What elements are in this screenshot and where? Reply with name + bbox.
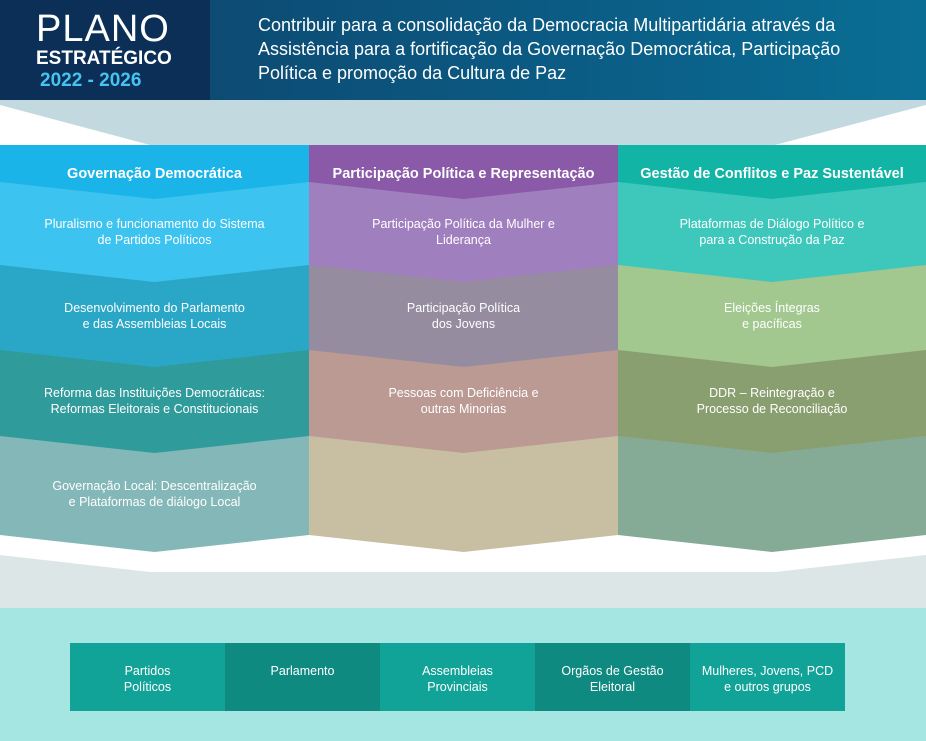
stakeholder-label-line: Políticos (123, 680, 172, 694)
pillar-item-line: Liderança (436, 232, 491, 247)
bottom-funnel-shape (0, 555, 926, 608)
pillar-1-band-3 (0, 350, 309, 453)
pillar-item-line: Desenvolvimento do Parlamento (64, 300, 245, 315)
stakeholder-label-line: Mulheres, Jovens, PCD (701, 664, 834, 678)
pillar-3-title-band (618, 145, 926, 199)
pillar-item-line: e pacíficas (742, 316, 802, 331)
mission-line-1: Contribuir para a consolidação da Democr… (258, 15, 836, 35)
mission-line-3: Política e promoção da Cultura de Paz (258, 63, 567, 83)
stakeholder-box-2: Parlamento (225, 643, 380, 711)
logo-plano-text: PLANO (36, 8, 170, 50)
pillar-2-band-1 (309, 182, 618, 282)
pillar-1-band-2 (0, 265, 309, 367)
pillar-item-line: de Partidos Políticos (97, 232, 212, 247)
pillar-item-line: Reforma das Instituições Democráticas: (44, 386, 265, 400)
header-banner: PLANO ESTRATÉGICO 2022 - 2026 Contribuir… (0, 0, 926, 100)
pillar-item-line: Pessoas com Deficiência e (388, 386, 539, 400)
pillar-item-line: Eleições Íntegras (724, 300, 820, 315)
pillar-2-item-3: Pessoas com Deficiência e outras Minorias (317, 358, 610, 444)
pillar-item-line: Governação Local: Descentralização (52, 478, 257, 493)
pillar-1-title-band (0, 145, 309, 199)
stakeholder-label-line: Assembleias (422, 664, 493, 678)
pillar-2-band-2 (309, 265, 618, 367)
pillar-item-line: outras Minorias (420, 402, 507, 416)
pillar-item-line: DDR – Reintegração e (709, 386, 835, 400)
pillar-2-band-4 (309, 436, 618, 552)
pillar-3-item-3: DDR – Reintegração e Processo de Reconcil… (626, 358, 918, 444)
pillar-item-line: e das Assembleias Locais (82, 316, 227, 331)
pillar-item-line: Plataformas de Diálogo Político e (679, 216, 865, 231)
pillar-1-band-4 (0, 436, 309, 552)
mission-line-2: Assistência para a fortificação da Gover… (258, 39, 841, 59)
stakeholder-label-line: Eleitoral (589, 680, 636, 694)
pillar-3-band-1 (618, 182, 926, 282)
pillar-item-line: Participação Política (406, 300, 521, 315)
pillar-item-line: para a Construção da Paz (699, 232, 845, 247)
pillar-3-band-3 (618, 350, 926, 453)
pillar-3-title: Gestão de Conflitos e Paz Sustentável (640, 166, 904, 182)
stakeholder-box-5: Mulheres, Jovens, PCD e outros grupos (690, 643, 845, 711)
pillar-3-band-2 (618, 265, 926, 367)
pillar-bands (0, 145, 926, 552)
pillar-1-title: Governação Democrática (67, 166, 242, 182)
top-funnel-shape (0, 100, 926, 145)
pillar-1-band-1 (0, 182, 309, 282)
pillar-1-item-3: Reforma das Instituições Democráticas: Re… (8, 358, 301, 444)
pillar-item-line: Pluralismo e funcionamento do Sistema (44, 216, 265, 231)
pillar-item-line: Participação Política da Mulher e (372, 216, 555, 231)
pillar-item-line: Processo de Reconciliação (696, 402, 848, 416)
stakeholder-label-line: Orgãos de Gestão (561, 664, 664, 678)
plan-logo: PLANO ESTRATÉGICO 2022 - 2026 (0, 0, 210, 100)
pillar-item-line: e Plataformas de diálogo Local (68, 494, 241, 509)
logo-estrategico-text: ESTRATÉGICO (36, 48, 172, 69)
mission-statement: Contribuir para a consolidação da Democr… (258, 13, 908, 85)
stakeholder-label-line: Parlamento (270, 664, 335, 678)
pillar-2-band-3 (309, 350, 618, 453)
stakeholder-label-line: Provinciais (427, 680, 488, 694)
pillar-2-title-band (309, 145, 618, 199)
stakeholder-label-line: Partidos (124, 664, 171, 678)
pillar-3-band-4 (618, 436, 926, 552)
stakeholder-label-line: e outros grupos (724, 680, 811, 694)
logo-years-text: 2022 - 2026 (40, 70, 142, 91)
pillar-item-line: dos Jovens (431, 316, 496, 331)
pillar-2-title: Participação Política e Representação (332, 166, 595, 182)
pillar-item-line: Reformas Eleitorais e Constitucionais (50, 402, 259, 416)
